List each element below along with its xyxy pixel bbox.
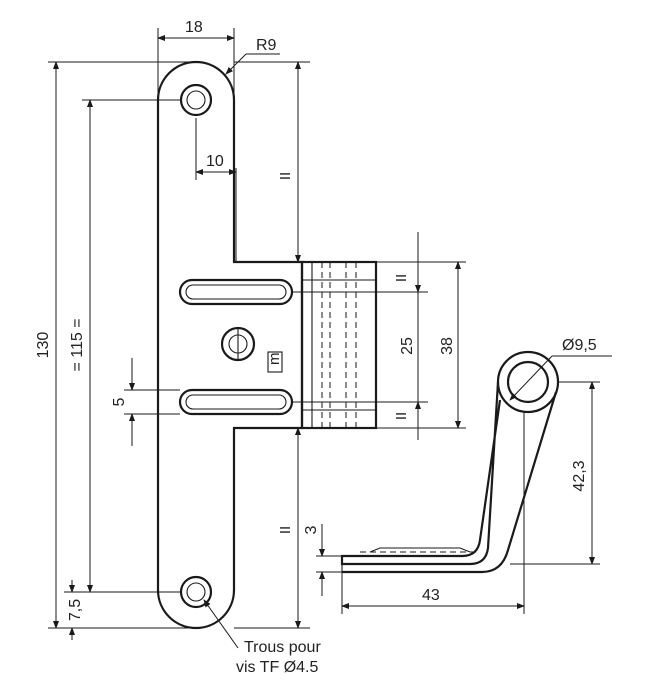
dim-hinge-height-label: 38 — [439, 337, 456, 355]
dim-slot-width-label: 5 — [111, 397, 128, 406]
note-line2: vis TF Ø4.5 — [236, 659, 318, 676]
dim-bottom-offset-label: 7,5 — [67, 599, 84, 621]
dim-bottom-offset: 7,5 — [64, 580, 90, 640]
dim-total-130: 130 — [35, 61, 196, 629]
dim-slot-spacing: 25 II II — [292, 232, 428, 440]
dim-hole-spacing-label: = 115 = — [69, 318, 86, 371]
dim-offset-label: 10 — [206, 153, 224, 170]
dim-hole-spacing: = 115 = — [69, 99, 180, 593]
equal-mark-lower: II — [393, 412, 410, 420]
dim-pin-diameter: Ø9,5 — [509, 337, 612, 401]
dim-slot-width: 5 — [111, 358, 180, 446]
dim-slot-spacing-label: 25 — [399, 337, 416, 355]
hinge-knuckle — [300, 260, 378, 430]
top-screw-hole — [179, 83, 213, 117]
dim-pin-diameter-label: Ø9,5 — [562, 337, 597, 354]
equal-mark-top: II — [277, 172, 294, 180]
hole-note: Trous pour vis TF Ø4.5 — [203, 599, 321, 676]
dim-thickness: 3 — [303, 524, 342, 596]
dim-radius: R9 — [225, 37, 280, 75]
dim-arm-height-label: 42,3 — [571, 460, 588, 491]
dim-radius-label: R9 — [256, 37, 277, 54]
upper-slot — [178, 278, 294, 306]
mounting-plate: m — [156, 60, 304, 630]
dim-offset-10: 10 — [195, 118, 237, 262]
dim-arm-height: 42,3 — [510, 381, 600, 565]
dim-arm-length: 43 — [341, 412, 525, 614]
lower-slot — [178, 388, 294, 416]
dim-equal-plate: II II — [234, 61, 310, 629]
dim-width-label: 18 — [185, 19, 203, 36]
dim-arm-length-label: 43 — [422, 587, 440, 604]
part-marking: m — [266, 353, 283, 366]
dim-thickness-label: 3 — [303, 525, 320, 534]
center-hole — [220, 326, 256, 362]
l-pin — [340, 350, 560, 574]
dim-total-label: 130 — [35, 332, 52, 359]
note-line1: Trous pour — [244, 639, 321, 656]
equal-mark-bottom: II — [277, 526, 294, 534]
bottom-screw-hole — [179, 575, 213, 609]
equal-mark-upper: II — [393, 274, 410, 282]
dim-hinge-height: 38 — [376, 261, 466, 429]
